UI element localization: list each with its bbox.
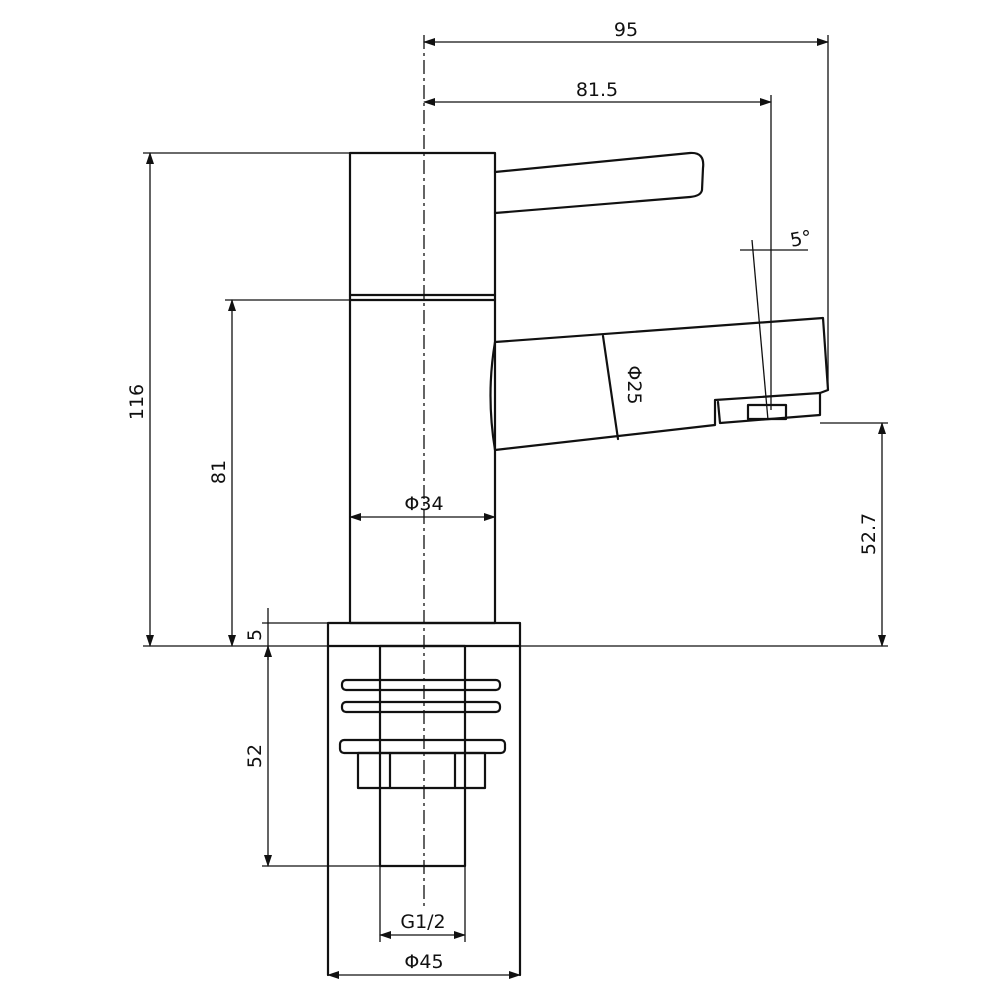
- washer-2: [340, 700, 502, 714]
- label-spout-diameter: Φ25: [623, 365, 645, 404]
- label-spout-angle: 5°: [788, 226, 813, 251]
- label-base-thickness: 5: [244, 629, 266, 641]
- washer-3: [338, 738, 507, 755]
- dim-angle-line-a: [751, 239, 769, 421]
- label-spout-reach: 81.5: [576, 79, 618, 101]
- label-body-diameter: Φ34: [404, 493, 443, 515]
- label-base-diameter: Φ45: [404, 951, 443, 973]
- label-shank-length: 52: [244, 744, 266, 768]
- label-overall-width: 95: [614, 19, 638, 41]
- shank: [378, 644, 467, 868]
- back-nut: [356, 751, 487, 790]
- dimension-labels: 95 81.5 5° Φ25 116 81 Φ34 52.7 5 52 G1/2…: [126, 19, 880, 973]
- label-spout-height: 81: [208, 460, 230, 484]
- label-thread-size: G1/2: [400, 911, 445, 933]
- washer-1: [340, 678, 502, 692]
- spout: [489, 316, 830, 452]
- label-overall-height: 116: [126, 384, 148, 420]
- body-cylinder: [348, 151, 497, 625]
- tap-body: [326, 151, 830, 977]
- label-outlet-height: 52.7: [858, 513, 880, 555]
- lever-handle: [493, 151, 705, 215]
- spout-section-line: [601, 334, 620, 441]
- dimension-lines: [143, 35, 888, 979]
